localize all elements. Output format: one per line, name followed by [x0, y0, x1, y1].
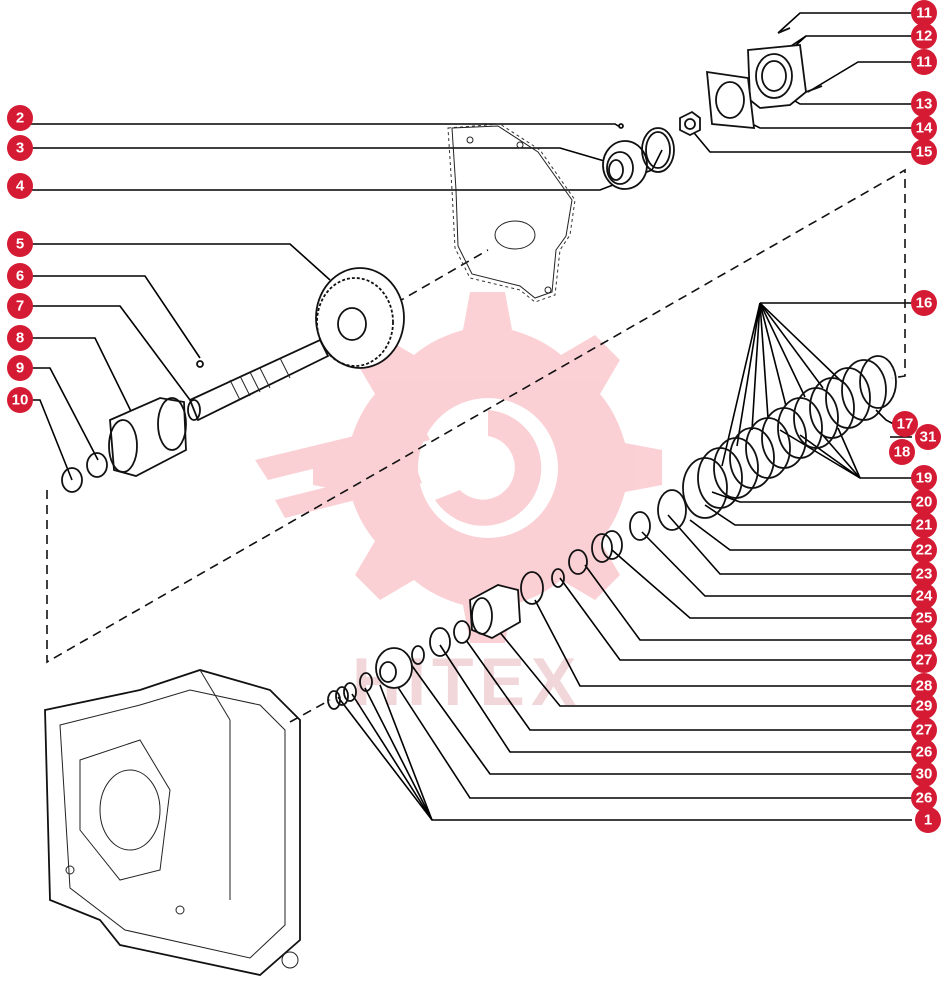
svg-text:22: 22 — [916, 542, 933, 559]
callout-11[interactable]: 11 — [911, 0, 937, 26]
callout-26-b[interactable]: 26 — [911, 739, 937, 765]
svg-text:19: 19 — [916, 470, 933, 487]
housing-cover — [447, 123, 576, 303]
callout-16[interactable]: 16 — [911, 290, 937, 316]
callout-26-c[interactable]: 26 — [911, 785, 937, 811]
svg-text:20: 20 — [916, 494, 933, 511]
ring-10 — [61, 467, 83, 493]
callout-5[interactable]: 5 — [7, 231, 33, 257]
svg-text:11: 11 — [916, 54, 932, 71]
callout-6[interactable]: 6 — [7, 263, 33, 289]
cover-plate-assembly — [679, 27, 823, 137]
callout-13[interactable]: 13 — [911, 91, 937, 117]
gear — [315, 267, 405, 369]
sleeve — [108, 397, 187, 477]
svg-text:27: 27 — [916, 652, 933, 669]
svg-text:27: 27 — [916, 722, 933, 739]
callout-20[interactable]: 20 — [911, 489, 937, 515]
svg-text:26: 26 — [916, 790, 933, 807]
svg-text:16: 16 — [916, 295, 933, 312]
callout-25[interactable]: 25 — [911, 605, 937, 631]
svg-text:28: 28 — [916, 678, 933, 695]
callout-17[interactable]: 17 — [892, 411, 918, 437]
svg-text:10: 10 — [12, 392, 29, 409]
callout-30[interactable]: 30 — [911, 761, 937, 787]
svg-text:1: 1 — [924, 812, 932, 829]
svg-text:21: 21 — [916, 517, 933, 534]
callout-23[interactable]: 23 — [911, 561, 937, 587]
callout-31[interactable]: 31 — [915, 424, 941, 450]
svg-text:5: 5 — [16, 236, 24, 253]
svg-text:12: 12 — [916, 28, 933, 45]
callout-1[interactable]: 1 — [915, 807, 941, 833]
callout-28[interactable]: 28 — [911, 673, 937, 699]
svg-text:9: 9 — [16, 360, 24, 377]
callout-8[interactable]: 8 — [7, 325, 33, 351]
svg-text:31: 31 — [920, 429, 937, 446]
svg-text:18: 18 — [894, 444, 911, 461]
svg-text:8: 8 — [16, 330, 24, 347]
callout-2[interactable]: 2 — [7, 105, 33, 131]
callout-7[interactable]: 7 — [7, 293, 33, 319]
clutch-disc-stack — [682, 355, 897, 519]
callout-14[interactable]: 14 — [911, 115, 937, 141]
svg-text:11: 11 — [916, 5, 932, 22]
callout-11-b[interactable]: 11 — [911, 49, 937, 75]
callout-19[interactable]: 19 — [911, 465, 937, 491]
callout-15[interactable]: 15 — [911, 139, 937, 165]
svg-text:14: 14 — [916, 120, 933, 137]
svg-text:17: 17 — [897, 416, 914, 433]
watermark-gear-logo — [255, 292, 662, 643]
callout-3[interactable]: 3 — [7, 135, 33, 161]
callout-21[interactable]: 21 — [911, 512, 937, 538]
svg-text:23: 23 — [916, 566, 933, 583]
ring-9 — [86, 452, 108, 478]
svg-text:7: 7 — [16, 298, 24, 315]
svg-text:26: 26 — [916, 744, 933, 761]
svg-text:3: 3 — [16, 140, 24, 157]
shaft — [187, 338, 330, 422]
callout-18[interactable]: 18 — [889, 439, 915, 465]
bearing-and-ring — [602, 123, 675, 190]
callout-26[interactable]: 26 — [911, 627, 937, 653]
svg-text:24: 24 — [916, 588, 933, 605]
callout-4[interactable]: 4 — [7, 173, 33, 199]
callout-29[interactable]: 29 — [911, 693, 937, 719]
svg-text:6: 6 — [16, 268, 24, 285]
lower-ring-chain — [327, 489, 687, 710]
callout-27-b[interactable]: 27 — [911, 717, 937, 743]
callout-12[interactable]: 12 — [911, 23, 937, 49]
callout-22[interactable]: 22 — [911, 537, 937, 563]
svg-text:30: 30 — [916, 766, 933, 783]
callout-10[interactable]: 10 — [7, 387, 33, 413]
svg-text:29: 29 — [916, 698, 933, 715]
callout-9[interactable]: 9 — [7, 355, 33, 381]
svg-text:2: 2 — [16, 110, 24, 127]
svg-text:15: 15 — [916, 144, 933, 161]
svg-text:25: 25 — [916, 610, 933, 627]
svg-text:13: 13 — [916, 96, 933, 113]
callout-24[interactable]: 24 — [911, 583, 937, 609]
callout-27[interactable]: 27 — [911, 647, 937, 673]
svg-text:26: 26 — [916, 632, 933, 649]
svg-text:4: 4 — [16, 178, 25, 195]
transmission-housing — [44, 669, 301, 976]
